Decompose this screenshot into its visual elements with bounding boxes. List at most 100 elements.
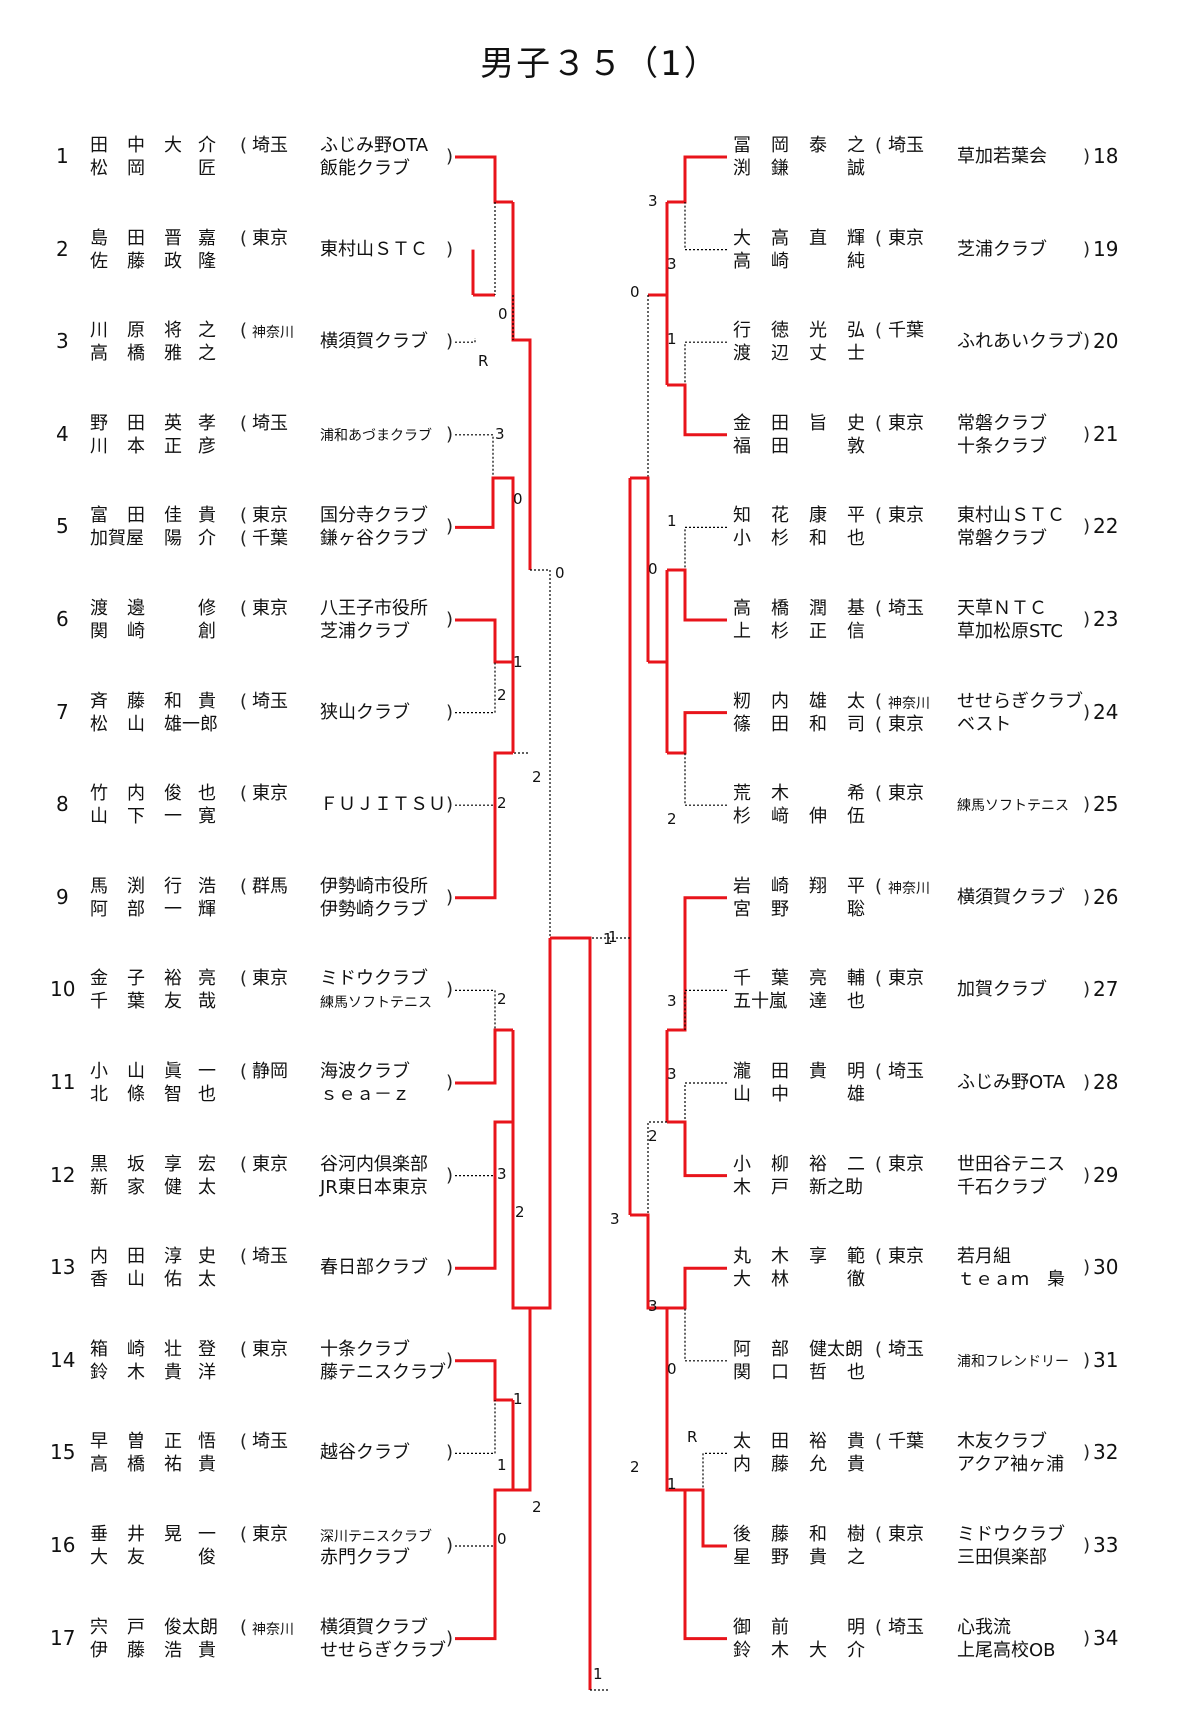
loss-line-16	[455, 1545, 496, 1582]
player-name-char: 明	[847, 1061, 865, 1082]
paren-close: )	[1083, 979, 1091, 1001]
player-name-char: 雄一郎	[164, 713, 218, 735]
player-name-char: 太	[733, 1431, 751, 1453]
prefecture: 埼玉	[888, 1616, 924, 1638]
paren-open: (	[875, 1431, 883, 1453]
club-name: 越谷クラブ	[320, 1442, 410, 1464]
seed-number: 9	[56, 884, 69, 909]
player-name-char: 和	[809, 1524, 827, 1545]
player-name-char: 樹	[847, 1524, 865, 1545]
player-name-char: 純	[847, 250, 865, 272]
prefecture: 千葉	[252, 528, 288, 550]
player-name-char: 籾	[733, 690, 751, 712]
player-name-char: 高	[733, 250, 751, 272]
player-name-char: 之	[847, 135, 865, 156]
prefecture: 東京	[888, 1246, 924, 1268]
link-r2	[530, 569, 551, 938]
prefecture: 神奈川	[252, 325, 294, 342]
seed-number: 14	[50, 1347, 76, 1372]
r-win-sf	[630, 1213, 667, 1310]
player-name-char: 貴	[198, 690, 216, 712]
paren-close: )	[1083, 1535, 1091, 1556]
paren-close: )	[446, 1349, 454, 1371]
r-win-30	[667, 1266, 727, 1310]
win-line-5	[455, 476, 515, 570]
player-name-char: 部	[771, 1338, 789, 1360]
club-name: JR東日本東京	[320, 1176, 428, 1198]
player-name-char: 高	[90, 343, 108, 365]
r-win-29	[667, 1120, 727, 1178]
player-name-char: 介	[847, 1639, 865, 1661]
prefecture: 東京	[252, 227, 288, 249]
player-name-char: 阿	[90, 898, 108, 920]
prefecture: 埼玉	[888, 598, 924, 619]
paren-close: )	[1083, 1349, 1091, 1371]
paren-open: (	[875, 1246, 883, 1268]
paren-open: (	[240, 528, 248, 550]
paren-open: (	[240, 1061, 248, 1082]
player-name-char: 佳	[164, 505, 182, 527]
club-name: ベスト	[957, 713, 1012, 735]
seed-number: 8	[56, 792, 69, 817]
player-name-char: 俊	[164, 783, 182, 805]
player-name-char: 新	[90, 1176, 108, 1198]
seed-number: 34	[1093, 1625, 1119, 1650]
r-win-34b	[665, 1308, 685, 1492]
match-score: 1	[513, 653, 523, 671]
paren-open: (	[240, 1246, 248, 1268]
seed-number: 1	[56, 144, 69, 168]
match-score: 3	[610, 1210, 620, 1228]
player-name-char: 政	[164, 250, 182, 272]
player-name-char: 行	[164, 875, 182, 897]
loss-line-8	[455, 804, 496, 845]
prefecture: 東京	[252, 598, 288, 619]
player-name-char: 邊	[127, 598, 145, 619]
player-name-char: 松	[90, 713, 108, 735]
player-name-char: 也	[198, 783, 216, 805]
match-score: 0	[555, 564, 565, 582]
player-name-char: 馬	[90, 875, 108, 897]
seed-number: 26	[1093, 884, 1119, 909]
player-name-char: 加賀屋	[90, 528, 144, 550]
player-name-char: 山	[90, 806, 108, 828]
club-name: 伊勢崎市役所	[320, 875, 428, 897]
player-name-char: 太	[198, 1269, 216, 1291]
player-name-char: 上	[733, 621, 751, 642]
player-name-char: 一	[198, 1061, 216, 1082]
win-line-6	[455, 618, 513, 664]
player-name-char: 柳	[771, 1153, 789, 1175]
player-name-char: 康	[809, 505, 827, 527]
club-name: アクア袖ヶ浦	[957, 1454, 1065, 1476]
player-name-char: 洋	[198, 1361, 216, 1383]
player-name-char: 一	[164, 898, 182, 920]
loss-line-4	[455, 434, 494, 478]
r-link-b	[647, 1121, 667, 1308]
player-name-char: 雄	[809, 690, 827, 712]
win-line-r1	[511, 202, 532, 570]
r-loss-32	[702, 1452, 727, 1540]
club-name: ミドウクラブ	[320, 968, 428, 990]
player-name-char: 﨑	[771, 806, 789, 828]
match-score: 2	[497, 794, 507, 812]
player-name-char: 和	[809, 528, 827, 550]
seed-number: 27	[1093, 977, 1119, 1002]
paren-open: (	[240, 1431, 248, 1453]
player-name-char: 輝	[198, 898, 216, 920]
player-name-char: 内	[771, 690, 789, 712]
player-name-char: 宍	[90, 1616, 108, 1638]
club-name: 赤門クラブ	[320, 1547, 410, 1568]
club-name: 谷河内倶楽部	[320, 1153, 428, 1175]
player-name-char: 大	[733, 227, 751, 249]
prefecture: 神奈川	[888, 695, 930, 712]
paren-close: )	[446, 331, 454, 353]
player-name-char: 裕	[809, 1153, 827, 1175]
player-name-char: 誠	[847, 158, 865, 179]
match-score: 1	[593, 1665, 603, 1683]
player-name-char: 行	[733, 320, 751, 342]
paren-open: (	[240, 598, 248, 619]
player-name-char: 藤	[771, 1524, 789, 1545]
player-name-char: 後	[733, 1524, 751, 1545]
match-score: R	[687, 1428, 698, 1446]
loss-line-15	[455, 1400, 496, 1455]
r-loss-28	[684, 1082, 727, 1122]
